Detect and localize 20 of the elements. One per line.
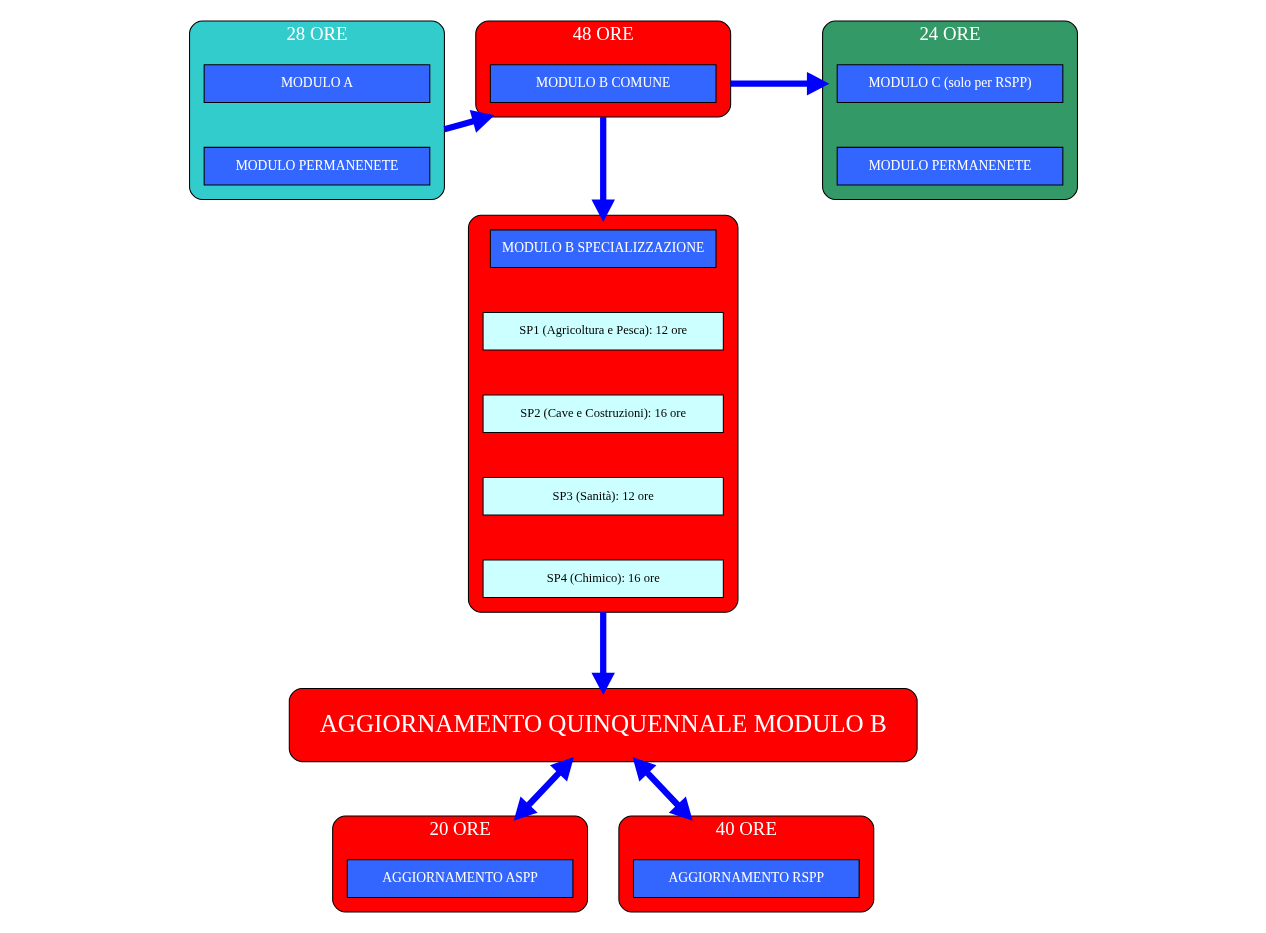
node-box: MODULO A bbox=[203, 64, 430, 103]
arrow bbox=[730, 71, 829, 96]
node-box: AGGIORNAMENTO RSPP bbox=[632, 859, 860, 898]
node-box: MODULO PERMANENETE bbox=[836, 146, 1063, 186]
node-box: AGGIORNAMENTO ASPP bbox=[346, 859, 573, 898]
node-box: SP4 (Chimico): 16 ore bbox=[482, 559, 724, 599]
arrow bbox=[590, 117, 615, 222]
arrow bbox=[443, 110, 494, 133]
node-box: MODULO C (solo per RSPP) bbox=[836, 64, 1063, 103]
node-box: MODULO B SPECIALIZZAZIONE bbox=[489, 229, 717, 268]
arrow bbox=[632, 757, 693, 821]
arrow bbox=[513, 757, 574, 821]
node-box: SP1 (Agricoltura e Pesca): 12 ore bbox=[482, 311, 724, 351]
node-box: MODULO PERMANENETE bbox=[203, 146, 430, 186]
cluster bbox=[467, 214, 738, 613]
arrow bbox=[590, 612, 615, 696]
node-box: AGGIORNAMENTO QUINQUENNALE MODULO B bbox=[288, 687, 918, 763]
node-box: SP3 (Sanità): 12 ore bbox=[482, 476, 724, 516]
node-box: SP2 (Cave e Costruzioni): 16 ore bbox=[482, 394, 724, 434]
node-box: MODULO B COMUNE bbox=[489, 64, 717, 103]
